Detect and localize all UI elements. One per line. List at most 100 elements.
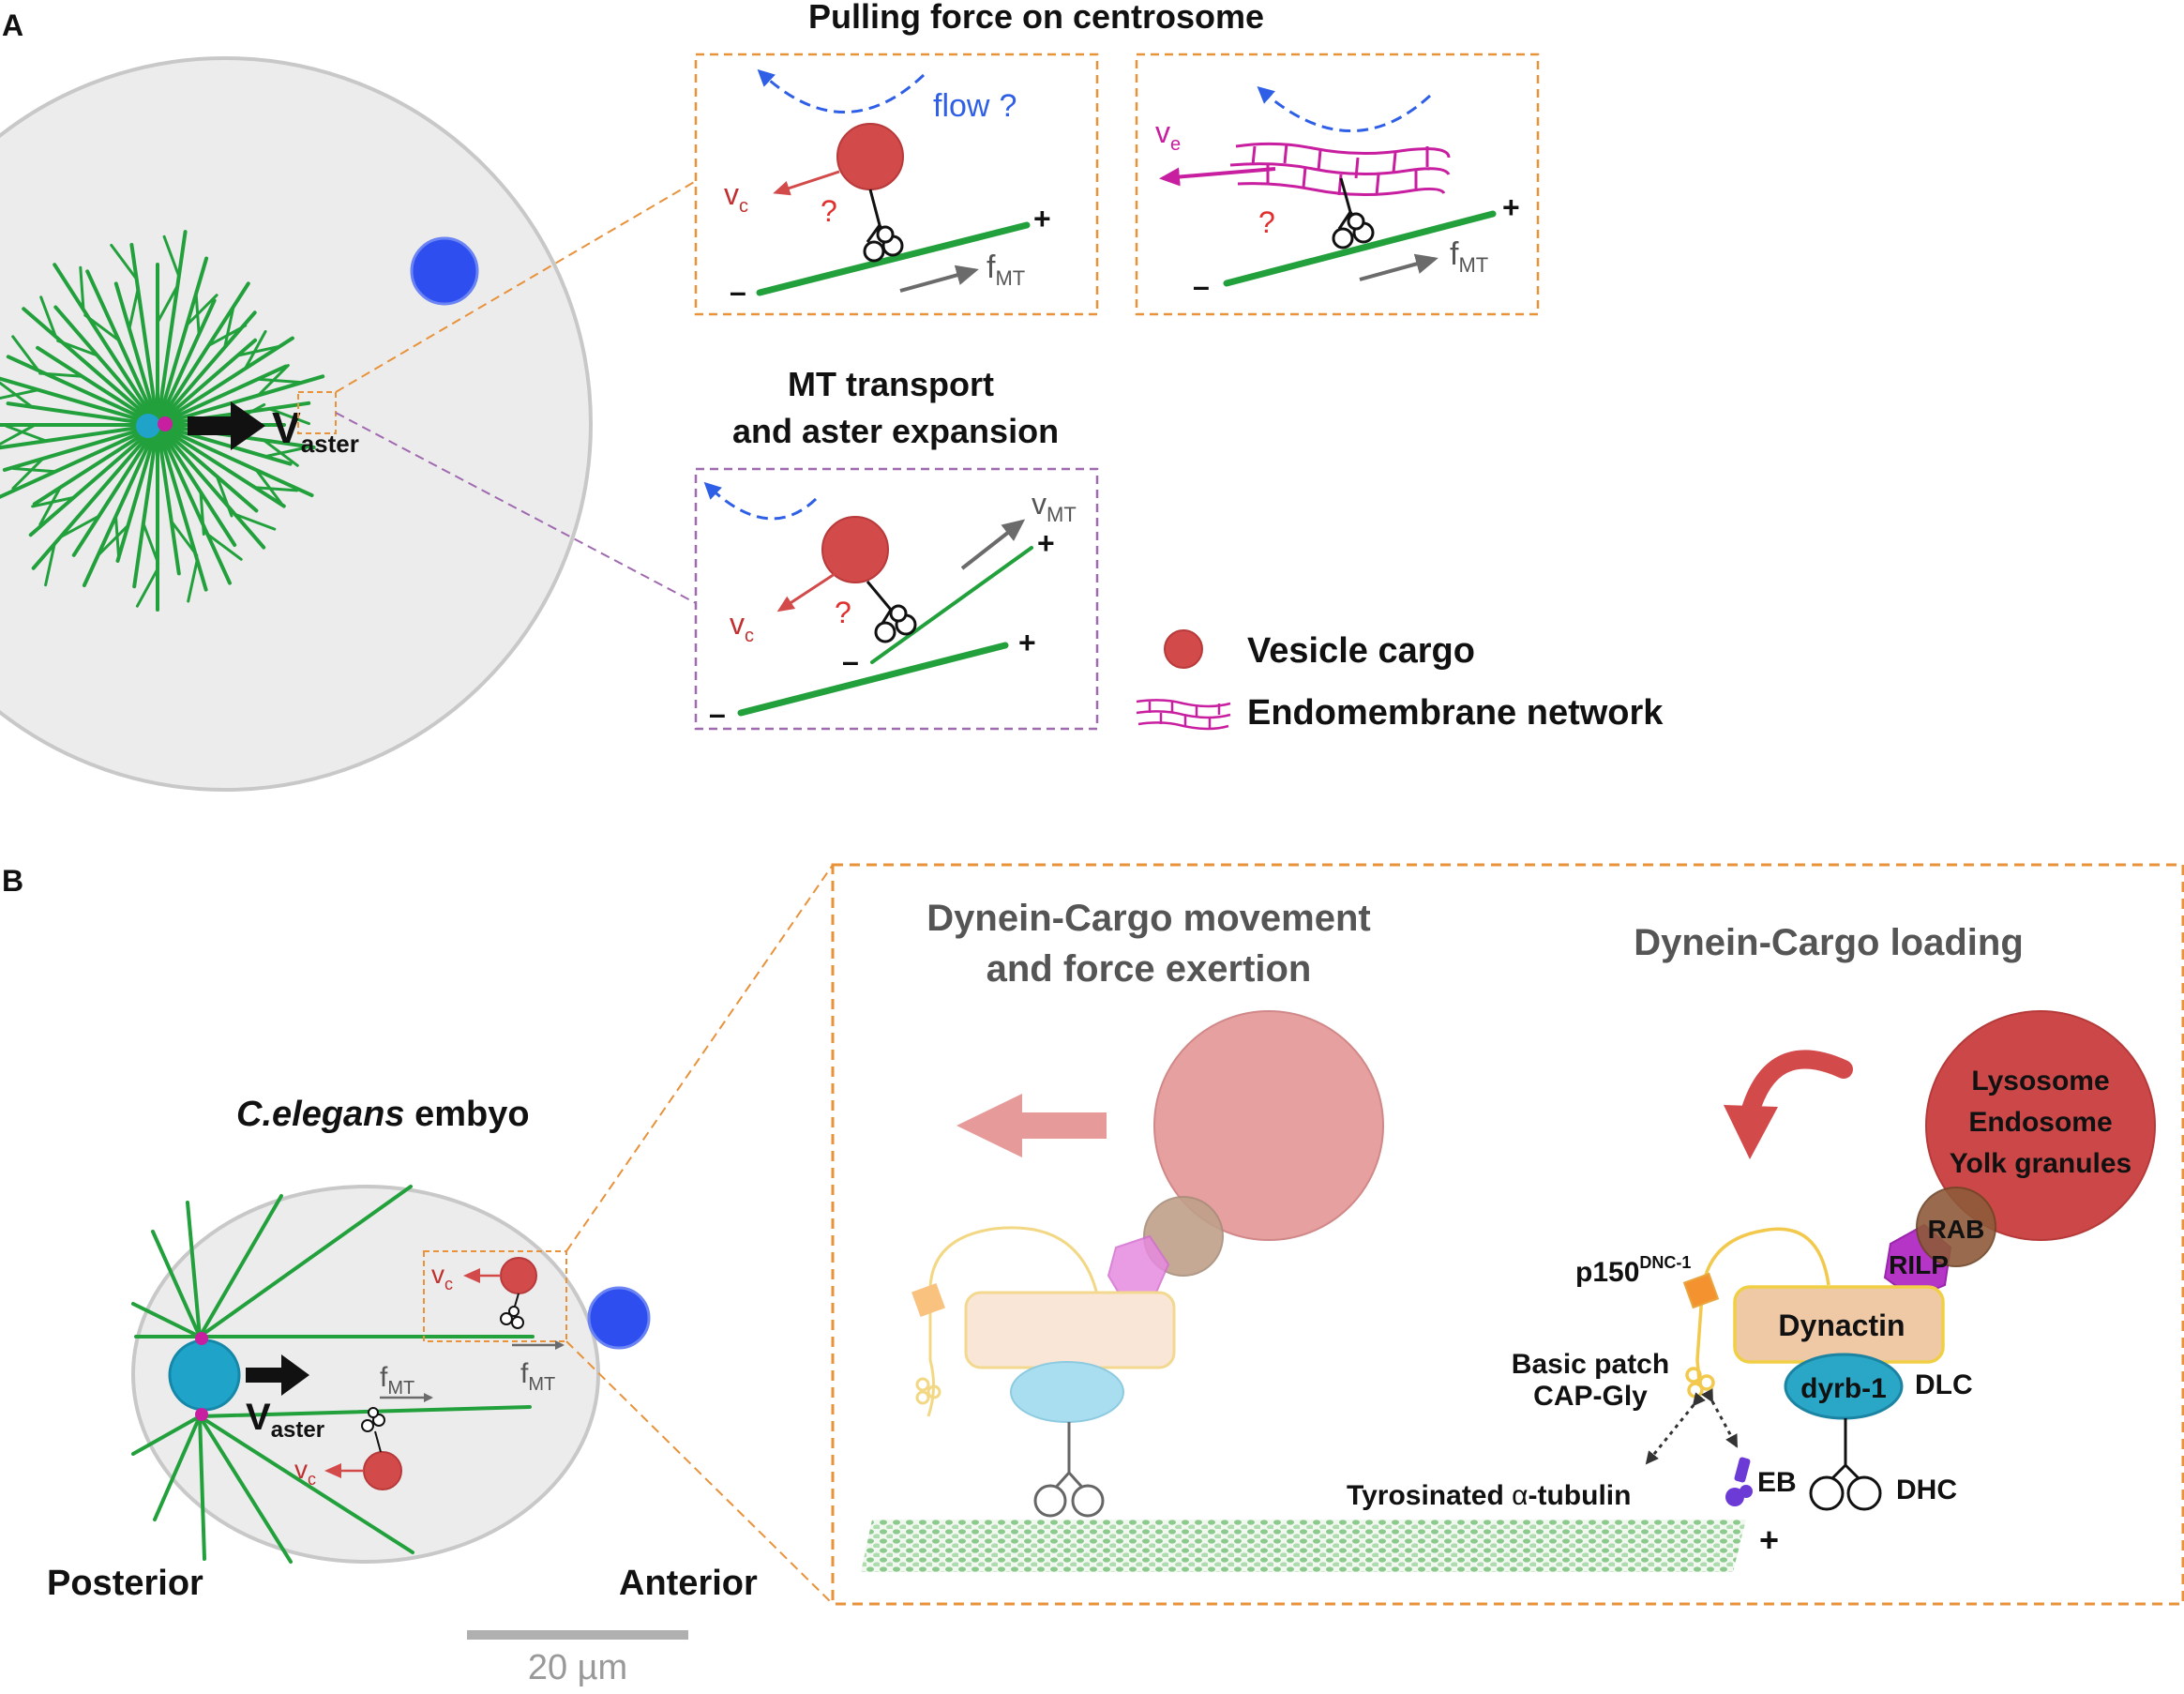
- aster-velocity-arrow-b: [246, 1354, 309, 1396]
- loading-curved-arrow: [1740, 1050, 1853, 1122]
- minus-end-a3-short: –: [842, 644, 859, 678]
- fmt-arrow-a2: [1359, 253, 1438, 281]
- aster-branch: [38, 486, 62, 526]
- dynein-head3-a3: [889, 604, 908, 623]
- centriole-a: [158, 416, 173, 431]
- dynein-head3-a2: [1347, 212, 1365, 231]
- microtubule-a1: [756, 221, 1031, 296]
- dynein-stalk-a3: [866, 581, 893, 611]
- nucleus-b: [587, 1286, 651, 1350]
- dhc-head-faded: [1033, 1484, 1067, 1518]
- embryo-cell: [131, 1185, 600, 1564]
- embryo-microtubules: [131, 1185, 535, 1564]
- aster-ray: [156, 423, 181, 576]
- plus-end-b: +: [1759, 1520, 1779, 1559]
- aster-ray: [36, 345, 159, 427]
- vmt-arrow-a3: [960, 519, 1026, 570]
- dhc-label: DHC: [1896, 1475, 1957, 1505]
- flow-arrow-a3: [703, 481, 818, 521]
- legend: Vesicle cargo Endomembrane network: [1136, 629, 1664, 733]
- box-pulling-endomembrane: – + ve ? fMT: [1135, 53, 1540, 316]
- minus-end-a3: –: [709, 697, 726, 731]
- panel-a-letter: A: [2, 8, 23, 42]
- vc-arrow-a1: [773, 170, 840, 196]
- posterior-label: Posterior: [47, 1564, 203, 1603]
- scale-bar: [467, 1630, 688, 1640]
- scale-bar-label: 20 µm: [528, 1648, 627, 1687]
- cargo-label-yolk: Yolk granules: [1950, 1148, 2132, 1179]
- dynein-head-b-zoom: [500, 1312, 513, 1325]
- panel-b-letter: B: [2, 864, 23, 898]
- movement-direction-arrow: [956, 1094, 1107, 1157]
- aster-ray: [156, 423, 286, 508]
- tubulin-label: Tyrosinated α-tubulin: [1347, 1480, 1631, 1511]
- loading-title: Dynein-Cargo loading: [1634, 922, 2024, 963]
- aster-branch: [233, 512, 277, 531]
- aster-ray: [71, 423, 159, 557]
- aster-ray: [115, 423, 159, 563]
- cargo-faded: [1153, 1010, 1384, 1241]
- vc-label-b-lower: vc: [294, 1455, 316, 1489]
- aster-ray: [28, 423, 159, 537]
- microtubule-a3-long: [737, 642, 1009, 717]
- dynein-head3-a1: [876, 225, 895, 244]
- aster-branch: [267, 407, 310, 426]
- aster-branch: [223, 304, 235, 349]
- aster-branch: [128, 286, 140, 331]
- aster-ray: [156, 374, 325, 427]
- aster-ray: [156, 423, 314, 498]
- aster-ray: [113, 281, 159, 427]
- aster-ray: [156, 423, 232, 585]
- question-a2: ?: [1258, 205, 1275, 239]
- aster-branch: [264, 446, 309, 459]
- aster-branch: [256, 377, 301, 384]
- title-pulling-force: Pulling force on centrosome: [808, 0, 1264, 36]
- p150-head-faded: [911, 1283, 945, 1317]
- question-a1: ?: [821, 194, 837, 228]
- dyrb-shape: [1784, 1353, 1904, 1420]
- minus-end-a1: –: [730, 275, 746, 309]
- rab-shape: [1916, 1187, 1996, 1267]
- dyrb-label: dyrb-1: [1800, 1373, 1887, 1404]
- dynein-head3-b-lower: [368, 1407, 379, 1418]
- aster-branch: [156, 283, 180, 325]
- microtubule-a3-short: [870, 546, 1033, 664]
- dynein-head3-b-zoom: [508, 1306, 520, 1317]
- aster-ray: [156, 256, 209, 427]
- dynein-stalk-a1: [868, 189, 881, 226]
- aster-ray: [156, 423, 237, 547]
- aster-branch: [235, 345, 280, 357]
- dhc-head: [1809, 1475, 1845, 1511]
- dynein-head-a2: [1332, 227, 1354, 250]
- box-mt-transport: – – + + vc ? vMT: [694, 467, 1099, 731]
- p150-label: p150DNC-1: [1575, 1253, 1691, 1288]
- aster-branch: [97, 523, 129, 557]
- vc-label-a3: vc: [730, 607, 754, 646]
- aster-ray: [53, 305, 159, 427]
- movement-title-line2: and force exertion: [987, 948, 1312, 990]
- box-pulling-vesicle: flow? – + vc ? fMT: [694, 53, 1099, 316]
- dynein-head-b-lower: [361, 1419, 374, 1432]
- aster-velocity-label-b: Vaster: [246, 1397, 324, 1443]
- cargo-lysosome: [1925, 1010, 2156, 1241]
- p150-head: [1682, 1272, 1720, 1309]
- vc-arrow-a3: [776, 572, 836, 613]
- fmt-arrow-a1: [899, 265, 979, 293]
- microtubule-lattice: [861, 1520, 1746, 1572]
- aster-ray: [0, 423, 159, 499]
- basic-patch-label: Basic patch: [1512, 1349, 1669, 1380]
- aster-branch: [83, 313, 121, 342]
- aster-branch: [114, 515, 121, 560]
- aster-branch: [162, 234, 181, 278]
- plus-end-a2: +: [1502, 190, 1520, 224]
- aster-ray: [156, 364, 288, 427]
- aster-branch: [194, 290, 201, 336]
- title-transport-line2: and aster expansion: [732, 412, 1059, 450]
- zoom-line-bottom: [335, 412, 697, 604]
- aster-branch: [39, 295, 57, 339]
- eb-head2: [1740, 1485, 1753, 1498]
- zoom-line-b-top: [565, 864, 834, 1252]
- rilp-label: RILP: [1889, 1250, 1949, 1279]
- aster-branch: [185, 294, 218, 326]
- embryo-title: C.elegans embyo: [236, 1095, 530, 1134]
